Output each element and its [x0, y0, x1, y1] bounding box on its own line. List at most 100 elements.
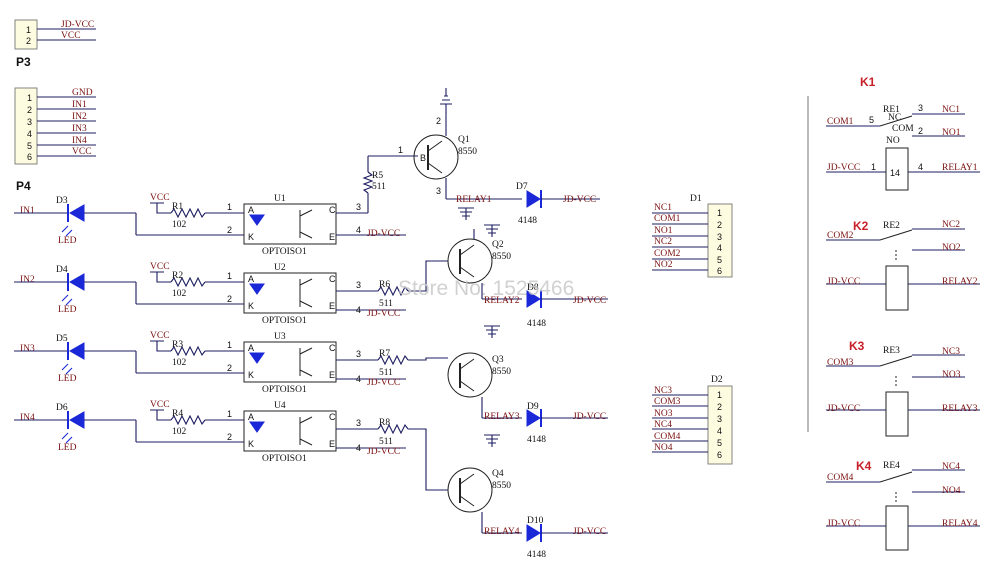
relay-k1-no-label: NO [886, 136, 900, 146]
relay-k1-coil-net: RELAY1 [942, 163, 978, 173]
connector-p3: 1 2 JD-VCC VCC P3 [14, 19, 96, 69]
ch2-led-value: LED [58, 305, 77, 315]
ch1-q1-pin1: 1 [398, 145, 403, 155]
relay-k4-title: K4 [856, 459, 872, 473]
d2-net-no4: NO4 [654, 443, 673, 453]
relay-k4-com: COM4 [827, 473, 854, 483]
ch1-opto-pin4: 4 [356, 225, 361, 235]
opto-u4 [243, 410, 337, 452]
ch2-relay-net: RELAY2 [484, 296, 520, 306]
ch2-opto-pin3: 3 [356, 280, 361, 290]
led-d3-icon [68, 204, 85, 222]
ch1-relay-net: RELAY1 [456, 195, 492, 205]
ch2-opto-out: JD-VCC [367, 309, 400, 319]
ch3-opto-emitter: E [329, 370, 335, 380]
ch4-resistor-ref: R4 [172, 409, 183, 419]
relay-k4-coil-net: RELAY4 [942, 519, 978, 529]
ch2-opto-value: OPTOISO1 [262, 316, 307, 326]
ch1-flyback-ref: D7 [516, 182, 528, 192]
transistor-q4-icon [447, 467, 493, 513]
relay-k2-supply: JD-VCC [827, 277, 860, 287]
opto-u1-led-icon [249, 214, 265, 226]
connector-d1-label: D1 [690, 194, 702, 204]
ch3-flyback-value: 4148 [527, 435, 546, 445]
opto-u3-led-icon [249, 352, 265, 364]
ch4-relay-net: RELAY4 [484, 527, 520, 537]
relay-k1-nc-label: NC [888, 113, 901, 123]
relay-k4-ref: RE4 [883, 461, 900, 471]
ch4-resistor-value: 102 [172, 427, 187, 437]
ch3-opto-pin2: 2 [227, 363, 232, 373]
ch3-resistor-ref: R3 [172, 340, 183, 350]
opto-u2-led-icon [249, 283, 265, 295]
p3-net-jdvcc: JD-VCC [61, 20, 94, 30]
ch3-resistor-value: 102 [172, 358, 187, 368]
relay-k4: K4 RE4 COM4 NC4 NO4 JD-VCC RELAY4 [826, 459, 980, 551]
ch4-opto-emitter: E [329, 439, 335, 449]
relay-k3-title: K3 [849, 339, 865, 353]
d2-net-no3: NO3 [654, 409, 673, 419]
ch3-opto-pin3: 3 [356, 349, 361, 359]
relay-k1-coil-pin1: 1 [871, 162, 876, 172]
transistor-q2-icon [447, 238, 493, 284]
ch1-q1-pin2: 2 [436, 116, 441, 126]
relay-k4-supply: JD-VCC [827, 519, 860, 529]
d2-net-com4: COM4 [654, 432, 681, 442]
ch1-opto-value: OPTOISO1 [262, 247, 307, 257]
ch4-opto-value: OPTOISO1 [262, 454, 307, 464]
ch2-input-label: IN2 [20, 275, 35, 285]
d2-net-com3: COM3 [654, 397, 681, 407]
ch4-led-value: LED [58, 443, 77, 453]
ch1-resistor-ref: R1 [172, 202, 183, 212]
ch1-opto-cathode: K [248, 232, 254, 242]
p4-net-gnd: GND [72, 88, 93, 98]
flyback-d7-icon [526, 190, 541, 208]
ch4-base-resistor-value: 511 [379, 437, 393, 447]
ch4-opto-pin3: 3 [356, 418, 361, 428]
ch1-base-resistor-value: 511 [372, 182, 386, 192]
d1-pin-3: 3 [717, 232, 722, 242]
d2-net-nc4: NC4 [654, 420, 672, 430]
p4-pin-3: 3 [27, 117, 32, 127]
channel-3: IN3 D5 LED VCC R3 102 1 2 U3 OPTOISO1 A … [14, 325, 608, 445]
d1-net-com1: COM1 [654, 214, 681, 224]
ch2-base-resistor-ref: R6 [379, 280, 390, 290]
ch3-opto-anode: A [248, 343, 254, 353]
channel-1: IN1 D3 LED VCC R1 102 1 2 U1 OPTOISO1 A … [14, 88, 600, 257]
d1-net-nc1: NC1 [654, 203, 672, 213]
ch2-opto-pin4: 4 [356, 305, 361, 315]
relay-k2: K2 RE2 COM2 NC2 NO2 JD-VCC RELAY2 [826, 219, 980, 311]
transistor-q1-icon [413, 134, 459, 180]
ch4-opto-pin1: 1 [227, 409, 232, 419]
relay-k3-com: COM3 [827, 358, 854, 368]
ch4-transistor-value: 8550 [492, 481, 511, 491]
ch3-opto-ref: U3 [274, 332, 286, 342]
ch3-opto-pin4: 4 [356, 374, 361, 384]
ch1-flyback-value: 4148 [518, 216, 537, 226]
ch4-opto-pin2: 2 [227, 432, 232, 442]
opto-u4-led-icon [249, 421, 265, 433]
ch1-resistor-value: 102 [172, 220, 187, 230]
relay-k1-pin2: 2 [918, 126, 923, 136]
p4-pin-6: 6 [27, 152, 32, 162]
ch1-opto-collector: C [329, 205, 336, 215]
ch1-supply-label: JD-VCC [563, 195, 596, 205]
ch1-q1-base: B [420, 153, 426, 163]
relay-k1-com: COM1 [827, 117, 854, 127]
relay-k1-coil-pin4: 4 [918, 162, 923, 172]
ch2-resistor-ref: R2 [172, 271, 183, 281]
led-d6-icon [68, 411, 85, 429]
ch2-resistor-value: 102 [172, 289, 187, 299]
relay-k2-com: COM2 [827, 231, 854, 241]
ch3-opto-pin1: 1 [227, 340, 232, 350]
ch3-opto-out: JD-VCC [367, 378, 400, 388]
ch1-transistor-ref: Q1 [458, 135, 470, 145]
p4-pin-5: 5 [27, 141, 32, 151]
relay-k2-coil [885, 265, 909, 311]
flyback-d8-icon [526, 290, 541, 308]
ch2-opto-ref: U2 [274, 263, 286, 273]
ch2-led-ref: D4 [56, 265, 68, 275]
d1-net-com2: COM2 [654, 249, 681, 259]
channel-2: IN2 D4 LED VCC R2 102 1 2 U2 OPTOISO1 A … [14, 224, 608, 329]
